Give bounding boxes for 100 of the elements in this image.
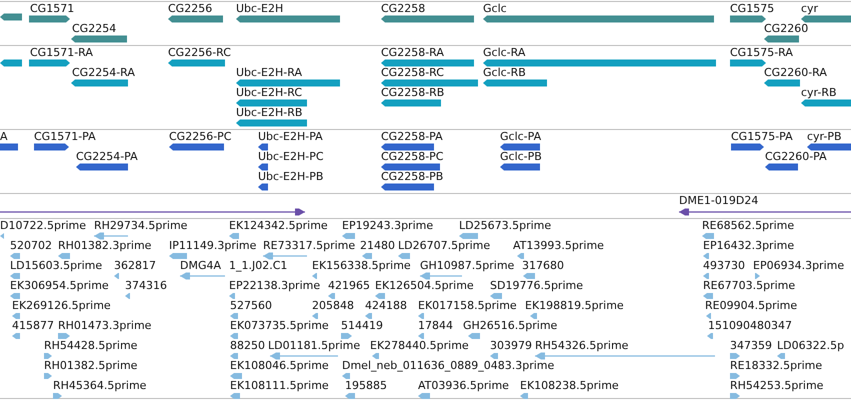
feature-label: cyr xyxy=(801,2,818,15)
feature-label: RH54428.5prime xyxy=(44,339,138,352)
feature-label: CG2258-PC xyxy=(381,150,444,163)
feature-label: 195885 xyxy=(345,379,387,392)
feature-label: 421965 xyxy=(328,279,370,292)
feature-label: SD19776.5prime xyxy=(490,279,583,292)
feature-label: LD06322.5p xyxy=(777,339,844,352)
feature-label: CG2256 xyxy=(168,2,212,15)
feature-label: RH01473.3prime xyxy=(58,319,152,332)
feature-label: 415877 xyxy=(12,319,54,332)
feature-label: RE68562.5prime xyxy=(702,219,794,232)
feature-label: RH01382.3prime xyxy=(58,239,152,252)
feature-label: CG2258-RB xyxy=(381,86,444,99)
feature-label: CG1575-PA xyxy=(731,130,793,143)
feature-label: Ubc-E2H-RC xyxy=(236,86,302,99)
feature-label: CG1575 xyxy=(730,2,774,15)
feature-label: CG1575-RA xyxy=(730,46,793,59)
feature-label: CG2254-RA xyxy=(72,66,135,79)
feature-label: Ubc-E2H-PC xyxy=(258,150,324,163)
feature-label: EK278440.5prime xyxy=(370,339,469,352)
feature-label: EK198819.5prime xyxy=(525,299,624,312)
feature-label: 347359 xyxy=(730,339,772,352)
feature-label: Gclc xyxy=(483,2,507,15)
feature-label: LD25673.5prime xyxy=(459,219,552,232)
feature-label: CG2256-RC xyxy=(168,46,231,59)
feature-label: 1_1.J02.C1 xyxy=(229,259,288,272)
feature-label: 362817 xyxy=(114,259,156,272)
feature-label: CG2258-PA xyxy=(381,130,443,143)
feature-label: Ubc-E2H-PB xyxy=(258,170,324,183)
feature-label: 317680 xyxy=(522,259,564,272)
feature-label: DME1-019D24 xyxy=(679,194,758,207)
feature-label: RH54326.5prime xyxy=(535,339,628,352)
feature-label: RE73317.5prime xyxy=(263,239,356,252)
feature-label: RH29734.5prime xyxy=(94,219,188,232)
feature-label: CG2258-PB xyxy=(381,170,444,183)
feature-label: CG2260-RA xyxy=(764,66,827,79)
feature-label: 303979 xyxy=(490,339,532,352)
feature-label: EP16432.3prime xyxy=(703,239,794,252)
feature-label: IP11149.3prime xyxy=(169,239,256,252)
feature-label: Dmel_neb_011636_0889_0483.3prime xyxy=(342,359,554,372)
feature-label: Gclc-PB xyxy=(500,150,542,163)
feature-label: AT13993.5prime xyxy=(513,239,604,252)
feature-label: RE18332.5prime xyxy=(730,359,822,372)
feature-label: EK124342.5prime xyxy=(229,219,328,232)
feature-label: CG1571-PA xyxy=(34,130,96,143)
feature-label: 88250 xyxy=(230,339,265,352)
feature-label: RE09904.5prime xyxy=(705,299,798,312)
feature-label: D10722.5prime xyxy=(0,219,86,232)
feature-label: CG2260-PA xyxy=(765,150,827,163)
feature-label: CG1571 xyxy=(30,2,74,15)
feature-label: CG2254 xyxy=(72,22,116,35)
feature-label: EK108238.5prime xyxy=(520,379,619,392)
feature-label: EP06934.3prime xyxy=(753,259,844,272)
feature-label: 520702 xyxy=(10,239,52,252)
feature-label: RH45364.5prime xyxy=(53,379,146,392)
feature-label: cyr-PB xyxy=(807,130,842,143)
feature-label: CG2256-PC xyxy=(169,130,232,143)
feature-label: AT03936.5prime xyxy=(418,379,509,392)
feature-label: RH01382.5prime xyxy=(44,359,138,372)
feature-label: Ubc-E2H-RB xyxy=(236,106,302,119)
feature-label: EK108046.5prime xyxy=(230,359,329,372)
feature-label: GH26516.5prime xyxy=(463,319,558,332)
feature-label: LD26707.5prime xyxy=(398,239,490,252)
feature-label: Gclc-RA xyxy=(483,46,526,59)
feature-label: Ubc-E2H-RA xyxy=(236,66,302,79)
feature-label: 514419 xyxy=(341,319,383,332)
feature-label: 527560 xyxy=(230,299,272,312)
feature-label: EK306954.5prime xyxy=(10,279,109,292)
feature-label: CG2258 xyxy=(381,2,426,15)
feature-label: EP19243.3prime xyxy=(342,219,434,232)
feature-label: 424188 xyxy=(365,299,407,312)
feature-label: EK108111.5prime xyxy=(230,379,329,392)
feature-label: 21480 xyxy=(360,239,395,252)
feature-label: EP22138.3prime xyxy=(229,279,320,292)
feature-label: EK156338.5prime xyxy=(312,259,411,272)
feature-label: EK126504.5prime xyxy=(375,279,474,292)
feature-label: CG2258-RA xyxy=(381,46,444,59)
feature-label: cyr-RB xyxy=(801,86,837,99)
feature-label: EK073735.5prime xyxy=(230,319,329,332)
feature-label: Ubc-E2H xyxy=(236,2,284,15)
feature-label: CG2260 xyxy=(764,22,808,35)
feature-label: DMG4A xyxy=(180,259,222,272)
feature-label: 374316 xyxy=(125,279,167,292)
feature-label: 493730 xyxy=(703,259,745,272)
feature-label: Ubc-E2H-PA xyxy=(258,130,323,143)
feature-label: RH54253.5prime xyxy=(730,379,824,392)
feature-label: RE67703.5prime xyxy=(703,279,796,292)
feature-label: LD01181.5prime xyxy=(268,339,360,352)
feature-label: 151090480347 xyxy=(708,319,792,332)
feature-label: 205848 xyxy=(312,299,354,312)
feature-label: GH10987.5prime xyxy=(420,259,514,272)
feature-label: CG1571-RA xyxy=(30,46,93,59)
feature-label: EK017158.5prime xyxy=(418,299,517,312)
feature-label: LD15603.5prime xyxy=(10,259,102,272)
feature-label: 17844 xyxy=(418,319,453,332)
feature-label: CG2258-RC xyxy=(381,66,444,79)
feature-label: Gclc-RB xyxy=(483,66,526,79)
feature-label: A xyxy=(0,130,8,143)
feature-label: CG2254-PA xyxy=(76,150,138,163)
feature-label: EK269126.5prime xyxy=(12,299,111,312)
